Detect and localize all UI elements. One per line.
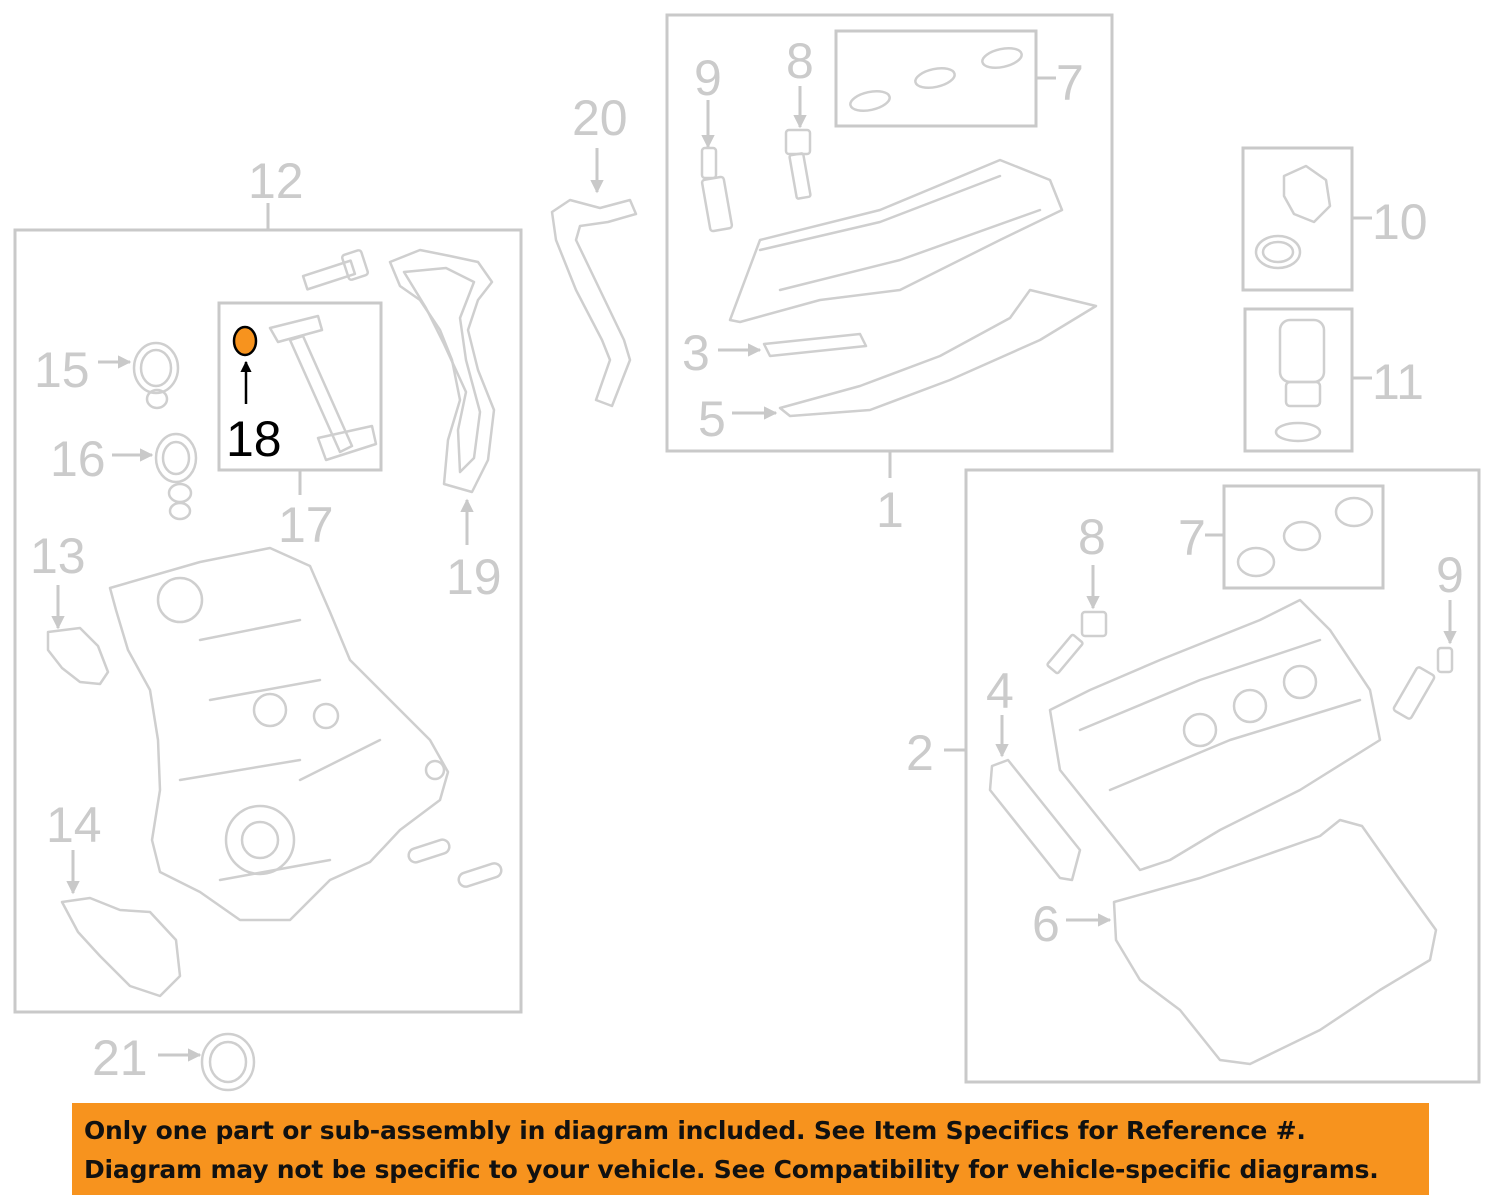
callout-20: 20	[572, 90, 628, 146]
gasket-4	[988, 758, 1082, 882]
dowel-pin-a	[407, 838, 451, 864]
group-box-2	[964, 468, 1481, 1084]
callout-16: 16	[50, 431, 106, 487]
gasket-13	[46, 626, 110, 686]
callout-2: 2	[906, 725, 934, 781]
gasket-3	[762, 332, 868, 358]
callout-7-bottom: 7	[1178, 510, 1206, 566]
disclaimer-banner: Only one part or sub-assembly in diagram…	[72, 1103, 1429, 1195]
timing-cover-12	[108, 546, 450, 922]
dowel-pin-b	[457, 862, 503, 888]
callout-9-bottom: 9	[1436, 547, 1464, 603]
callout-17: 17	[278, 497, 334, 553]
dipstick-tube-17	[268, 314, 378, 462]
group-box-11	[1243, 307, 1354, 453]
valve-cover-2	[1048, 598, 1382, 872]
callout-11: 11	[1372, 354, 1424, 410]
gasket-14	[60, 896, 182, 998]
callout-21: 21	[92, 1030, 148, 1086]
valve-cover-gasket-6	[1112, 818, 1438, 1066]
callout-4: 4	[986, 663, 1014, 719]
spark-plug-tube-9-top	[700, 146, 734, 233]
callout-14: 14	[46, 797, 102, 853]
callout-19: 19	[446, 549, 502, 605]
oil-filter-11	[1274, 318, 1326, 443]
callout-1: 1	[876, 482, 904, 538]
callout-8-bottom: 8	[1078, 509, 1106, 565]
seal-15	[132, 341, 180, 410]
group-box-7-bottom	[1222, 484, 1385, 590]
callout-18: 18	[226, 411, 282, 467]
callout-9-top: 9	[694, 50, 722, 106]
timing-cover-bolt	[301, 249, 369, 291]
gasket-5	[778, 288, 1098, 418]
bolt-8-top	[784, 128, 812, 200]
hose-20	[550, 198, 638, 408]
disclaimer-line-1: Only one part or sub-assembly in diagram…	[84, 1116, 1306, 1145]
callout-3: 3	[682, 325, 710, 381]
callout-8-top: 8	[786, 33, 814, 89]
callout-15: 15	[34, 342, 90, 398]
timing-cover-gasket-19	[388, 248, 496, 494]
oil-seal-set-7-bottom	[1236, 496, 1374, 578]
disclaimer-line-2: Diagram may not be specific to your vehi…	[84, 1155, 1379, 1184]
callout-7-top: 7	[1056, 55, 1084, 111]
callout-6: 6	[1032, 896, 1060, 952]
parts-diagram: 12 15 16 18 17 13 19 14 21 20 9 8 7 3 5 …	[13, 13, 1481, 1092]
o-ring-18-highlighted[interactable]	[232, 325, 258, 357]
callout-5: 5	[698, 391, 726, 447]
group-box-1	[665, 13, 1114, 453]
callout-13: 13	[30, 528, 86, 584]
valve-cover-1	[728, 158, 1064, 324]
bolt-8-bottom	[1046, 610, 1108, 675]
seal-21	[200, 1032, 256, 1092]
callout-12: 12	[248, 153, 304, 209]
oil-filler-cap-10	[1254, 164, 1332, 270]
oil-seal-set-7-top	[849, 47, 1023, 112]
spark-plug-tube-9-bottom	[1392, 646, 1454, 720]
callout-10: 10	[1372, 194, 1428, 250]
seal-16	[154, 432, 198, 521]
